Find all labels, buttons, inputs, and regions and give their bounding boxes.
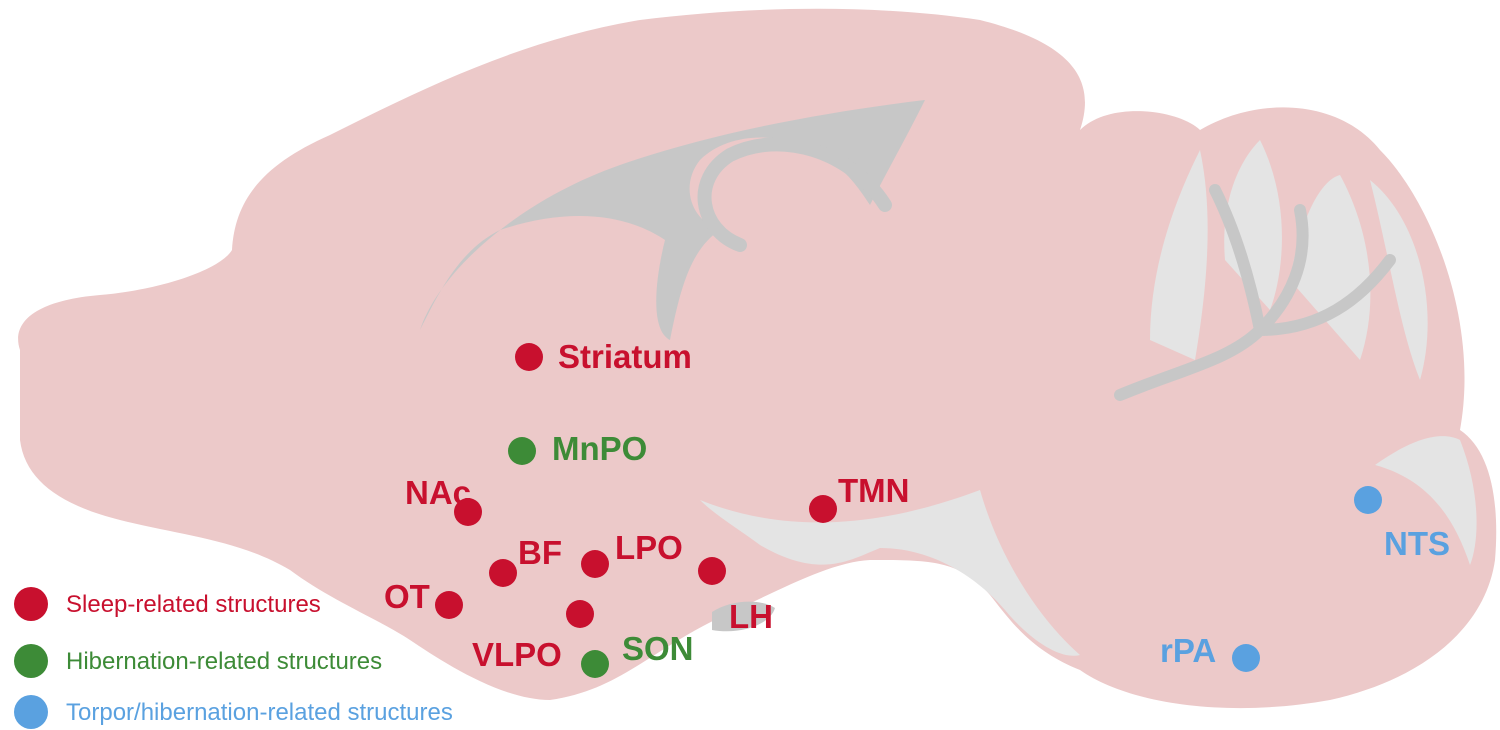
mnpo-dot bbox=[508, 437, 536, 465]
nts-label: NTS bbox=[1384, 525, 1450, 562]
lpo-label: LPO bbox=[615, 529, 683, 566]
ventral-tract bbox=[700, 490, 1080, 656]
striatum-dot bbox=[515, 343, 543, 371]
arbor-vitae bbox=[1114, 184, 1396, 401]
ot-label: OT bbox=[384, 578, 430, 615]
mnpo-label: MnPO bbox=[552, 430, 647, 467]
lateral-ventricle bbox=[420, 100, 925, 340]
legend-hibernation-dot bbox=[14, 644, 48, 678]
tmn-dot bbox=[809, 495, 837, 523]
cerebellum-folia bbox=[1150, 140, 1428, 380]
ot-dot bbox=[435, 591, 463, 619]
rpa-label: rPA bbox=[1160, 632, 1216, 669]
tmn-label: TMN bbox=[838, 472, 909, 509]
legend-sleep-dot bbox=[14, 587, 48, 621]
lpo-dot bbox=[581, 550, 609, 578]
vlpo-dot bbox=[566, 600, 594, 628]
son-dot bbox=[581, 650, 609, 678]
lh-dot bbox=[698, 557, 726, 585]
striatum-label: Striatum bbox=[558, 338, 692, 375]
lh-label: LH bbox=[729, 598, 773, 635]
hippocampal-arc bbox=[697, 137, 892, 252]
optic-tract bbox=[712, 601, 775, 632]
fourth-ventricle-tract bbox=[1375, 436, 1477, 565]
brain-silhouette bbox=[18, 8, 1497, 709]
legend-torpor-dot bbox=[14, 695, 48, 729]
legend: Sleep-related structures Hibernation-rel… bbox=[14, 587, 453, 729]
nac-dot bbox=[454, 498, 482, 526]
legend-hibernation-label: Hibernation-related structures bbox=[66, 648, 382, 675]
son-label: SON bbox=[622, 630, 694, 667]
nac-label: NAc bbox=[405, 474, 471, 511]
bf-label: BF bbox=[518, 534, 562, 571]
legend-torpor-label: Torpor/hibernation-related structures bbox=[66, 699, 453, 726]
bf-dot bbox=[489, 559, 517, 587]
rpa-dot bbox=[1232, 644, 1260, 672]
legend-sleep-label: Sleep-related structures bbox=[66, 591, 321, 618]
vlpo-label: VLPO bbox=[472, 636, 562, 673]
nts-dot bbox=[1354, 486, 1382, 514]
